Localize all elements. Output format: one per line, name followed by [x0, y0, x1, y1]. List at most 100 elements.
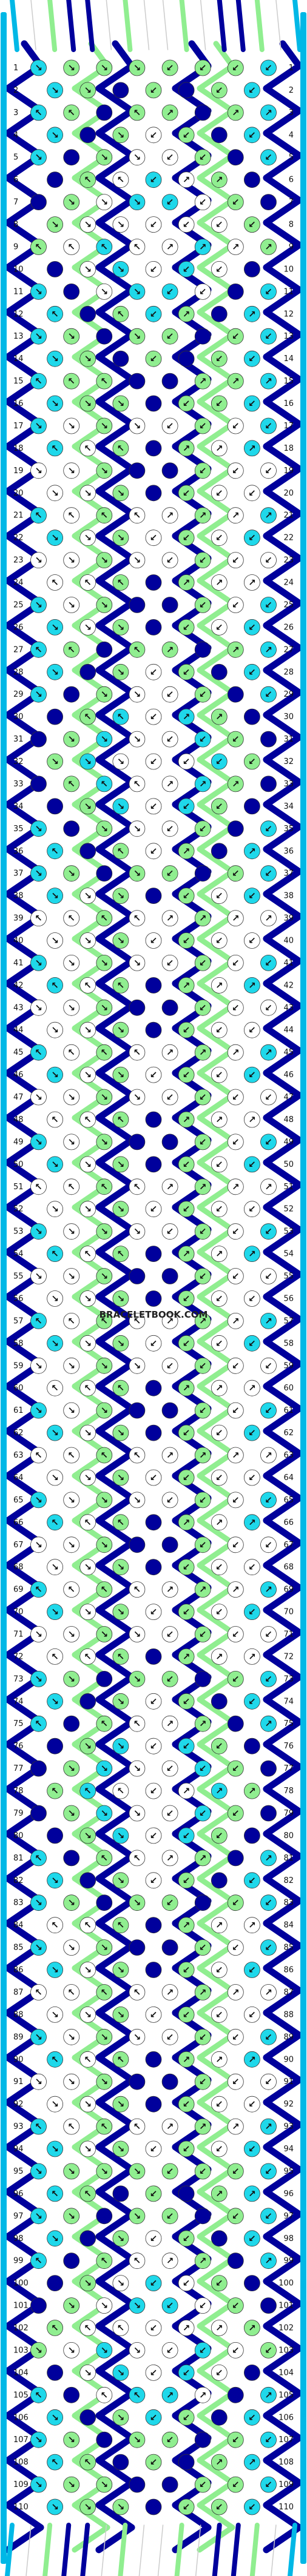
knot-arrow: ↖ [84, 711, 92, 722]
knot [161, 1089, 178, 1106]
knot [194, 641, 211, 658]
knot-arrow: ↖ [51, 1114, 59, 1125]
knot [112, 977, 129, 994]
knot-arrow: ↘ [101, 2479, 109, 2490]
knot-arrow: ↗ [265, 1987, 272, 1998]
knot-arrow: ↙ [166, 1897, 174, 1908]
knot [129, 1223, 146, 1240]
knot-arrow: ↙ [215, 1293, 223, 1304]
knot [145, 2185, 162, 2202]
knot [96, 328, 113, 345]
knot-arrow: ↘ [84, 2278, 92, 2289]
knot-arrow: ↙ [199, 2345, 207, 2355]
row-number-left: 87 [13, 1988, 24, 1997]
knot [79, 843, 96, 860]
knot-arrow: ↙ [265, 331, 272, 342]
knot [260, 1581, 277, 1598]
knot-arrow: ↗ [265, 1853, 272, 1864]
knot [227, 283, 244, 300]
knot [227, 373, 244, 390]
knot [243, 2454, 260, 2471]
knot-arrow: ↘ [84, 488, 92, 499]
knot [178, 529, 195, 546]
knot [145, 485, 162, 502]
knot-arrow: ↗ [166, 2121, 174, 2132]
knot-arrow: ↘ [84, 533, 92, 543]
row-number-left: 75 [13, 1719, 24, 1728]
row-number-right: 76 [283, 1742, 294, 1751]
knot [112, 2096, 129, 2113]
knot-arrow: ↗ [248, 2323, 256, 2334]
row-number-right: 6 [289, 176, 294, 185]
knot-arrow: ↙ [248, 891, 256, 901]
knot [161, 2297, 178, 2314]
knot [211, 2006, 228, 2023]
knot-arrow: ↘ [35, 286, 42, 297]
knot [47, 2230, 63, 2247]
knot [243, 1827, 260, 1844]
knot [96, 686, 113, 703]
knot-arrow: ↘ [133, 734, 141, 745]
knot [161, 149, 178, 166]
knot-arrow: ↘ [117, 533, 125, 543]
knot [161, 775, 178, 792]
knot [243, 1246, 260, 1263]
knot [96, 1312, 113, 1329]
knot [161, 731, 178, 748]
knot-arrow: ↖ [117, 1249, 125, 1260]
knot [79, 1379, 96, 1396]
knot [194, 1536, 211, 1553]
knot-arrow: ↗ [183, 1517, 191, 1528]
knot [63, 1312, 80, 1329]
knot [112, 440, 129, 457]
knot-arrow: ↗ [215, 711, 223, 722]
knot [161, 2073, 178, 2090]
thread-tail-top-10 [200, 0, 206, 50]
knot [30, 1984, 47, 2000]
knot [211, 1648, 228, 1665]
knot-arrow: ↙ [215, 1830, 223, 1841]
knot [145, 2320, 162, 2336]
knot [129, 1715, 146, 1732]
knot [30, 1223, 47, 1240]
knot [79, 1559, 96, 1576]
knot-arrow: ↘ [133, 2300, 141, 2311]
knot-arrow: ↗ [248, 308, 256, 319]
knot [145, 529, 162, 546]
knot-arrow: ↗ [183, 1785, 191, 1796]
knot-arrow: ↘ [101, 1002, 109, 1013]
knot-arrow: ↙ [232, 1539, 240, 1550]
knot [47, 1514, 63, 1531]
knot [194, 2297, 211, 2314]
row-number-right: 55 [283, 1272, 294, 1281]
thread-tail-bottom-6 [118, 2523, 128, 2576]
knot [112, 1962, 129, 1978]
knot-arrow: ↙ [215, 398, 223, 409]
row-number-right: 80 [283, 1831, 294, 1841]
knot [211, 1246, 228, 1263]
knot [79, 440, 96, 457]
row-number-left: 62 [13, 1429, 24, 1438]
knot-arrow: ↗ [265, 376, 272, 387]
knot-arrow: ↙ [183, 2143, 191, 2154]
knot-arrow: ↙ [166, 957, 174, 968]
knot-arrow: ↘ [84, 1024, 92, 1035]
knot [194, 1894, 211, 1911]
knot [178, 1604, 195, 1621]
row-number-left: 55 [13, 1272, 24, 1281]
row-number-left: 107 [13, 2435, 29, 2445]
knot [30, 328, 47, 345]
knot-arrow: ↗ [232, 510, 240, 521]
row-number-right: 36 [283, 847, 294, 856]
row-number-left: 35 [13, 825, 24, 834]
thread-tail-bottom-0 [5, 2523, 15, 2576]
knot-arrow: ↘ [84, 1607, 92, 1618]
knot-arrow: ↗ [166, 1987, 174, 1998]
knot [178, 2096, 195, 2113]
knot [96, 2431, 113, 2448]
knot [145, 1290, 162, 1307]
knot [79, 2454, 96, 2471]
knot [145, 1246, 162, 1263]
knot [211, 1021, 228, 1038]
knot-arrow: ↖ [117, 1114, 125, 1125]
